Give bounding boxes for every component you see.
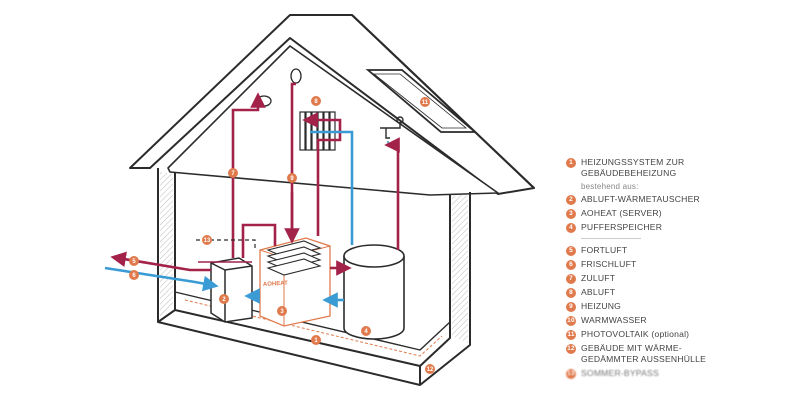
svg-text:1: 1 [314,338,318,344]
legend-badge: 8 [566,287,576,298]
svg-text:9: 9 [290,176,294,182]
legend-text: PHOTOVOLTAIK (optional) [581,329,690,339]
legend-text: PUFFERSPEICHER [581,222,663,232]
legend-badge: 12 [566,343,576,354]
insulation-right [452,194,468,343]
badge-8: 8 [311,96,321,106]
legend-item-2: 2 ABLUFT-WÄRMETAUSCHER [566,194,796,205]
svg-text:5: 5 [132,259,136,265]
legend-text: ZULUFT [581,273,616,283]
legend-item-5: 5 FORTLUFT [566,245,796,256]
legend-badge: 9 [566,301,576,312]
legend-text: FRISCHLUFT [581,259,637,269]
svg-text:4: 4 [364,329,368,335]
legend-item-13: 13 SOMMER-BYPASS [566,368,796,379]
svg-text:7: 7 [231,171,235,177]
aoheat-logo: AOHEAT [263,281,289,288]
insulation-left [160,172,173,318]
legend-badge: 3 [566,208,576,219]
legend-divider [581,238,641,239]
legend-subtitle: bestehend aus: [581,182,639,191]
badge-12: 12 [425,364,435,374]
legend-text: GEBÄUDE MIT WÄRME- [581,343,682,353]
hot-pipes [110,82,400,276]
badge-11: 11 [420,97,430,107]
badge-5: 5 [129,256,139,266]
legend-item-6: 6 FRISCHLUFT [566,259,796,270]
legend-item-9: 9 HEIZUNG [566,301,796,312]
legend-badge: 7 [566,273,576,284]
legend-item-4: 4 PUFFERSPEICHER [566,222,796,233]
aoheat-server: AOHEAT [259,237,331,327]
summer-bypass [196,239,256,248]
legend-item-8: 8 ABLUFT [566,287,796,298]
legend-text: GEDÄMMTER AUSSENHÜLLE [581,354,707,364]
svg-text:13: 13 [204,238,211,244]
legend-badge: 1 [566,157,576,168]
legend-badge: 13 [566,368,576,379]
svg-text:2: 2 [222,297,226,303]
legend-badge: 11 [566,329,576,340]
heat-exchanger [210,257,253,323]
legend-badge: 4 [566,222,576,233]
svg-text:12: 12 [427,367,434,373]
house-outline [129,14,535,386]
legend-badge: 10 [566,315,576,326]
legend-text: ABLUFT [581,287,616,297]
legend-text: FORTLUFT [581,245,628,255]
buffer-tank [343,244,405,340]
badge-2: 2 [219,294,229,304]
legend-badge: 5 [566,245,576,256]
legend-text: AOHEAT (SERVER) [581,208,662,218]
legend-item-7: 7 ZULUFT [566,273,796,284]
svg-text:3: 3 [280,309,284,315]
svg-text:8: 8 [314,99,318,105]
legend-badge: 6 [566,259,576,270]
legend-text: WARMWASSER [581,315,647,325]
legend-badge: 2 [566,194,576,205]
badge-13: 13 [202,235,212,245]
legend-text: ABLUFT-WÄRMETAUSCHER [581,194,700,204]
badge-3: 3 [277,306,287,316]
legend-item-12: 12 GEBÄUDE MIT WÄRME-GEDÄMMTER AUSSENHÜL… [566,343,796,365]
badge-9: 9 [287,173,297,183]
diagram-badges: 1 2 3 4 5 6 7 8 9 11 12 13 [129,96,435,374]
svg-text:6: 6 [132,273,136,279]
badge-4: 4 [361,326,371,336]
svg-text:11: 11 [422,100,429,106]
badge-1: 1 [311,335,321,345]
floor-heating [184,299,443,357]
legend-item-10: 10 WARMWASSER [566,315,796,326]
legend-text: GEBÄUDEBEHEIZUNG [581,168,677,178]
legend-text: HEIZUNG [581,301,622,311]
badge-7: 7 [228,168,238,178]
legend-item-3: 3 AOHEAT (SERVER) [566,208,796,219]
legend-text: SOMMER-BYPASS [581,368,659,378]
legend-text: HEIZUNGSSYSTEM ZUR [581,157,685,167]
legend-item-11: 11 PHOTOVOLTAIK (optional) [566,329,796,340]
badge-6: 6 [129,270,139,280]
